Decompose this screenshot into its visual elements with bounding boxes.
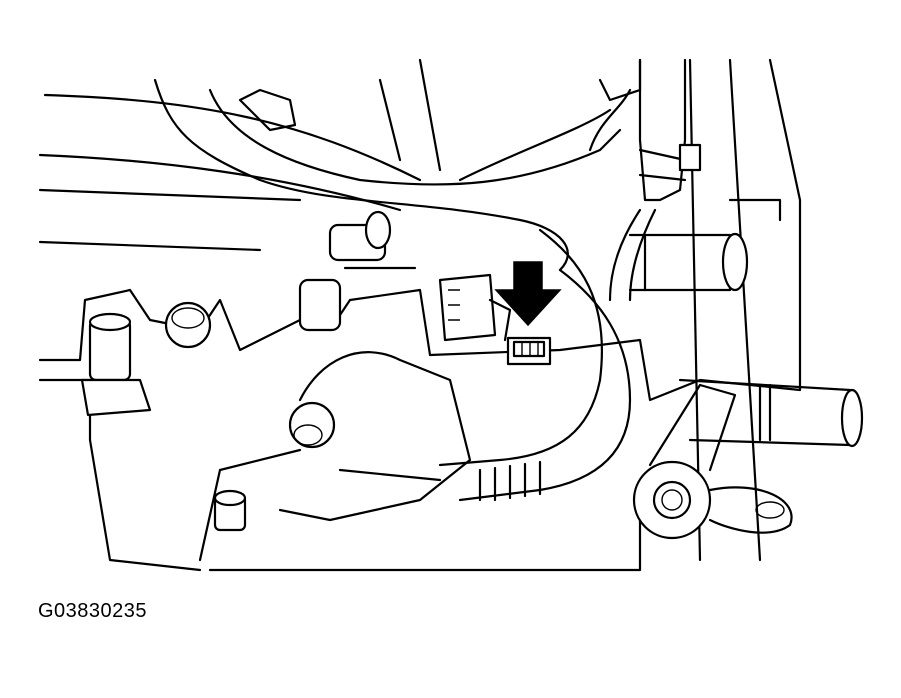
figure-id-label: G03830235 <box>38 600 148 622</box>
studs <box>80 210 392 532</box>
main-hose <box>438 228 632 502</box>
down-arrow-icon <box>494 261 562 327</box>
manifold-arm <box>198 351 472 562</box>
connector-clip <box>506 336 552 366</box>
vertical-pipe <box>608 58 702 302</box>
connector <box>438 273 512 342</box>
right-pipe-lower <box>632 378 864 540</box>
upper-hoses <box>38 58 642 272</box>
right-pipe-upper <box>628 232 749 292</box>
